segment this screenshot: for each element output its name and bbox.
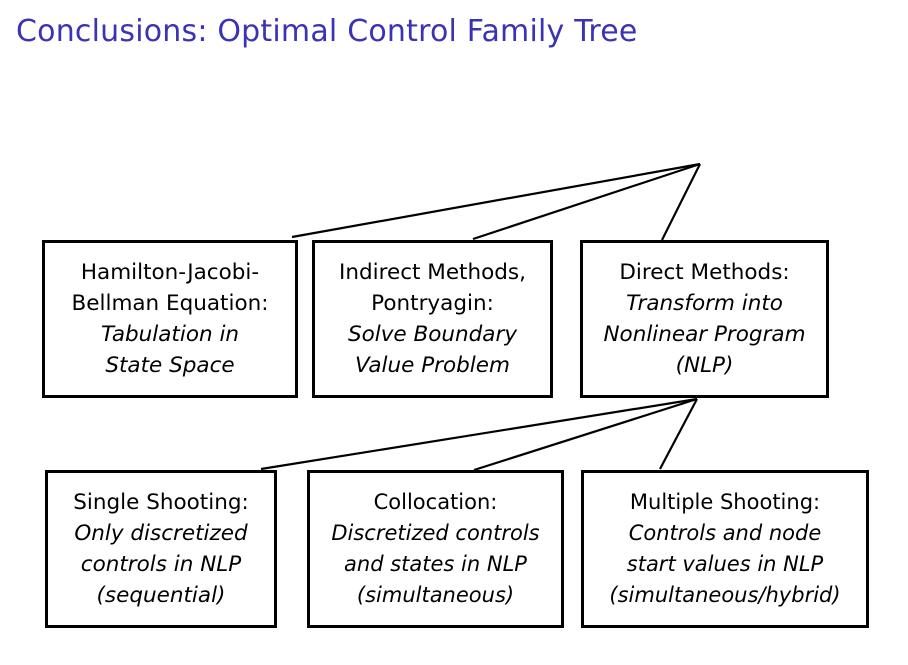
node-line: Tabulation in: [100, 322, 240, 347]
node-line: start values in NLP: [626, 552, 824, 576]
node-line: Only discretized: [74, 521, 248, 546]
node-line: Pontryagin:: [371, 291, 494, 316]
node-indirect-methods-pontryagin[interactable]: Indirect Methods, Pontryagin: Solve Boun…: [312, 240, 553, 398]
node-hamilton-jacobi-bellman[interactable]: Hamilton-Jacobi- Bellman Equation: Tabul…: [42, 240, 298, 398]
node-line: (simultaneous): [356, 583, 515, 607]
node-single-shooting[interactable]: Single Shooting: Only discretized contro…: [45, 470, 277, 628]
connector-direct-to-colloc: [473, 397, 698, 472]
node-line: Discretized controls: [331, 521, 540, 545]
page-title: Conclusions: Optimal Control Family Tree: [16, 14, 638, 49]
connector-apex-to-hjb: [291, 162, 701, 239]
connector-apex-to-indirect: [472, 162, 701, 241]
node-line: Direct Methods:: [619, 260, 790, 285]
node-line: Value Problem: [355, 353, 510, 378]
node-line: Nonlinear Program: [603, 322, 806, 347]
node-line: Solve Boundary: [347, 322, 518, 347]
node-line: Controls and node: [628, 521, 822, 545]
node-line: (sequential): [96, 583, 226, 608]
node-collocation[interactable]: Collocation: Discretized controls and st…: [307, 470, 564, 628]
node-direct-methods[interactable]: Direct Methods: Transform into Nonlinear…: [580, 240, 829, 398]
node-multiple-shooting[interactable]: Multiple Shooting: Controls and node sta…: [581, 470, 869, 628]
connector-direct-to-single: [260, 397, 698, 471]
node-line: State Space: [105, 353, 235, 378]
node-line: (NLP): [675, 353, 734, 378]
node-line: Transform into: [626, 291, 783, 316]
node-line: (simultaneous/hybrid): [609, 583, 841, 607]
node-line: and states in NLP: [344, 552, 527, 576]
node-line: Indirect Methods,: [339, 260, 526, 285]
node-line: Multiple Shooting:: [629, 490, 821, 514]
node-line: Collocation:: [373, 490, 498, 514]
connector-direct-to-multiple: [659, 398, 698, 470]
node-line: controls in NLP: [80, 552, 242, 577]
node-line: Hamilton-Jacobi-: [80, 260, 260, 285]
connector-apex-to-direct: [661, 163, 701, 241]
node-line: Bellman Equation:: [71, 291, 269, 316]
node-line: Single Shooting:: [73, 490, 249, 515]
